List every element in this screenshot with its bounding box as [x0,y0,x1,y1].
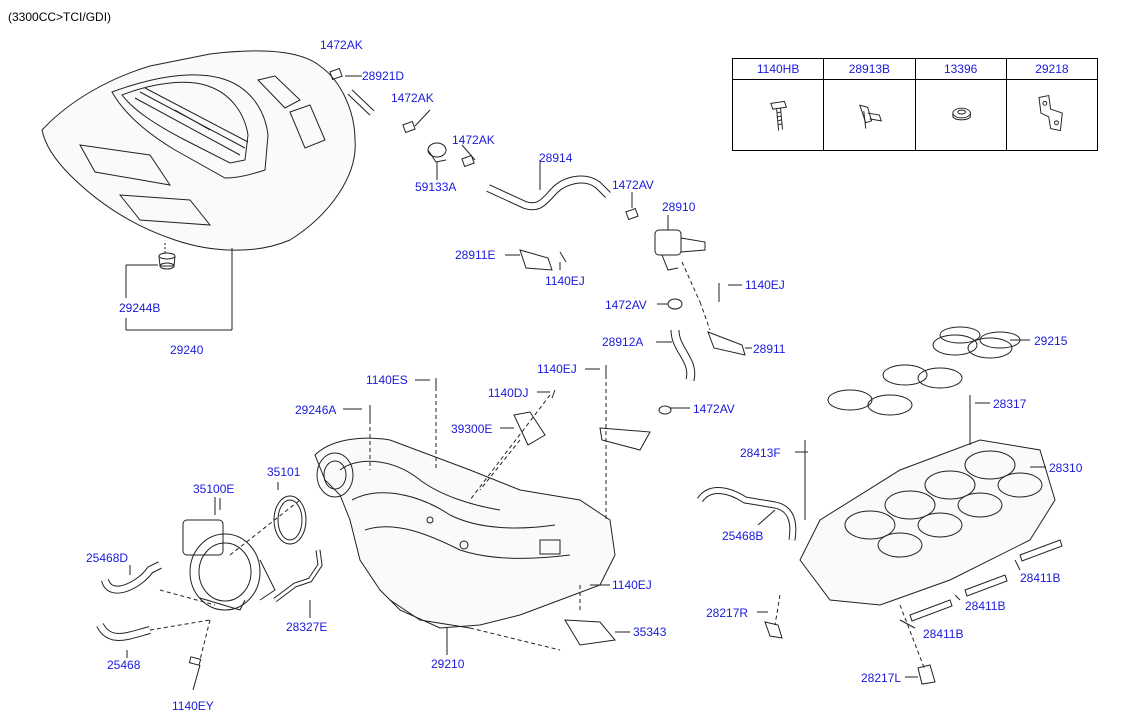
label-29244B[interactable]: 29244B [119,301,161,315]
label-1140EJ-4[interactable]: 1140EJ [612,578,652,592]
bolt-icon [733,80,823,150]
label-1472AV-2[interactable]: 1472AV [605,298,647,312]
label-28413F[interactable]: 28413F [740,446,781,460]
parts-table-header-1140HB[interactable]: 1140HB [733,59,824,80]
label-25468D[interactable]: 25468D [86,551,129,565]
parts-table-cell: 1140HB [733,59,825,150]
label-28310[interactable]: 28310 [1049,461,1083,475]
label-29215[interactable]: 29215 [1034,334,1068,348]
label-1472AK-1[interactable]: 1472AK [320,38,363,52]
label-1472AK-3[interactable]: 1472AK [452,133,495,147]
label-39300E[interactable]: 39300E [451,422,493,436]
label-59133A[interactable]: 59133A [415,180,457,194]
label-35101[interactable]: 35101 [267,465,301,479]
label-28921D[interactable]: 28921D [362,69,405,83]
parts-table-cell: 29218 [1006,59,1097,150]
label-1140EJ-2[interactable]: 1140EJ [745,278,785,292]
leader-lines [126,75,1046,678]
parts-table-cell: 28913B [824,59,916,150]
grommet-illustration [125,242,176,298]
right-hose-illustration [697,487,797,541]
label-28914[interactable]: 28914 [539,151,573,165]
parts-table-header-28913B[interactable]: 28913B [824,59,915,80]
label-1472AK-2[interactable]: 1472AK [391,91,434,105]
throttle-gasket-illustration [273,482,307,545]
label-25468B[interactable]: 25468B [722,529,764,543]
pcv-hose-illustration [329,67,746,451]
label-1140EJ-1[interactable]: 1140EJ [545,274,585,288]
throttle-body-illustration [182,498,301,611]
clip-icon [824,80,914,150]
label-28911E[interactable]: 28911E [455,248,496,262]
label-28411B-2[interactable]: 28411B [965,599,1006,613]
lower-intake-manifold-illustration [764,395,1063,685]
engine-cover-illustration [41,50,356,331]
label-28911[interactable]: 28911 [753,342,786,356]
engine-spec-header: (3300CC>TCI/GDI) [8,10,112,24]
label-1472AV-1[interactable]: 1472AV [612,178,654,192]
bracket-icon [1007,80,1097,150]
label-1472AV-3[interactable]: 1472AV [693,402,735,416]
label-29210[interactable]: 29210 [431,657,465,671]
label-1140EY[interactable]: 1140EY [172,699,214,713]
intake-manifold-illustration [314,365,616,651]
manifold-gasket-illustration [827,326,1021,416]
label-35100E[interactable]: 35100E [193,482,235,496]
parts-table-header-29218[interactable]: 29218 [1006,59,1097,80]
label-28910[interactable]: 28910 [662,200,696,214]
label-29246A[interactable]: 29246A [295,403,337,417]
label-35343[interactable]: 35343 [633,625,667,639]
parts-table-cell: 13396 [915,59,1007,150]
label-1140DJ[interactable]: 1140DJ [488,386,529,400]
parts-table: 1140HB 28913B [732,58,1098,151]
label-28217L[interactable]: 28217L [861,671,902,685]
label-28411B-3[interactable]: 28411B [923,627,964,641]
parts-table-header-13396[interactable]: 13396 [915,59,1006,80]
nut-icon [916,80,1006,150]
label-28411B-1[interactable]: 28411B [1020,571,1061,585]
vacuum-pipe-illustration [273,549,323,602]
coolant-hose-illustration [96,561,216,691]
label-28912A[interactable]: 28912A [602,335,644,349]
label-28317[interactable]: 28317 [993,397,1027,411]
label-28217R[interactable]: 28217R [706,606,749,620]
label-29240[interactable]: 29240 [170,343,204,357]
label-28327E[interactable]: 28327E [286,620,328,634]
label-1140ES[interactable]: 1140ES [366,373,408,387]
label-1140EJ-3[interactable]: 1140EJ [537,362,577,376]
label-25468[interactable]: 25468 [107,658,141,672]
